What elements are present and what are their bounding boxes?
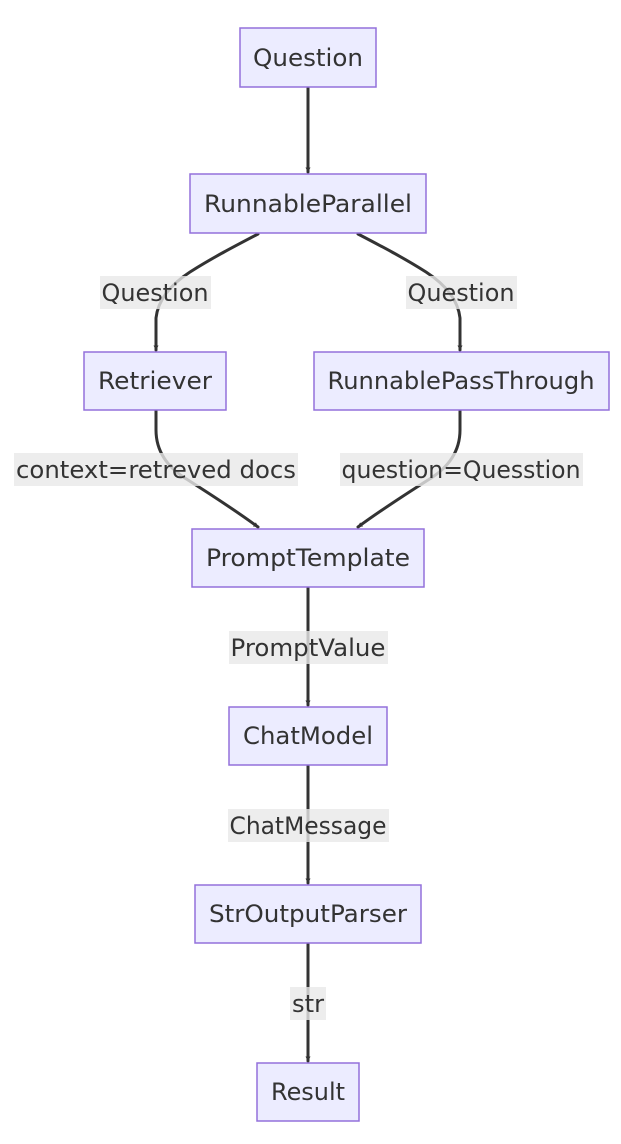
edge-label-model-to-parser: ChatMessage	[228, 809, 389, 842]
node-runnable-parallel: RunnableParallel	[189, 173, 427, 234]
node-result: Result	[256, 1062, 360, 1122]
edge-label-text: str	[292, 990, 324, 1018]
node-label: PromptTemplate	[206, 544, 410, 572]
node-retriever: Retriever	[83, 351, 227, 411]
edge-label-text: Question	[408, 279, 515, 307]
node-label: StrOutputParser	[209, 900, 407, 928]
node-runnable-passthrough: RunnablePassThrough	[313, 351, 610, 411]
node-label: Question	[253, 44, 363, 72]
edge-label-text: ChatMessage	[230, 812, 387, 840]
edge-label-passthrough-to-prompt: question=Quesstion	[340, 453, 583, 486]
edge-label-text: context=retreved docs	[16, 456, 296, 484]
edge-label-text: Question	[102, 279, 209, 307]
edge-label-text: question=Quesstion	[342, 456, 581, 484]
node-label: RunnablePassThrough	[328, 367, 595, 395]
node-chat-model: ChatModel	[228, 706, 388, 766]
node-label: Retriever	[98, 367, 212, 395]
edge-label-prompt-to-model: PromptValue	[229, 631, 388, 664]
node-label: Result	[271, 1078, 345, 1106]
node-label: ChatModel	[243, 722, 373, 750]
edge-label-parallel-to-passthrough: Question	[406, 276, 517, 309]
node-label: RunnableParallel	[204, 190, 412, 218]
edge-label-retriever-to-prompt: context=retreved docs	[14, 453, 298, 486]
node-question: Question	[239, 27, 377, 88]
nodes: Question RunnableParallel Retriever Runn…	[83, 27, 610, 1122]
edge-labels: Question Question context=retreved docs …	[14, 276, 583, 1020]
edge-label-text: PromptValue	[231, 634, 386, 662]
edge-label-parallel-to-retriever: Question	[100, 276, 211, 309]
edge-label-parser-to-result: str	[290, 987, 326, 1020]
node-str-output-parser: StrOutputParser	[194, 884, 422, 944]
node-prompt-template: PromptTemplate	[191, 528, 425, 588]
